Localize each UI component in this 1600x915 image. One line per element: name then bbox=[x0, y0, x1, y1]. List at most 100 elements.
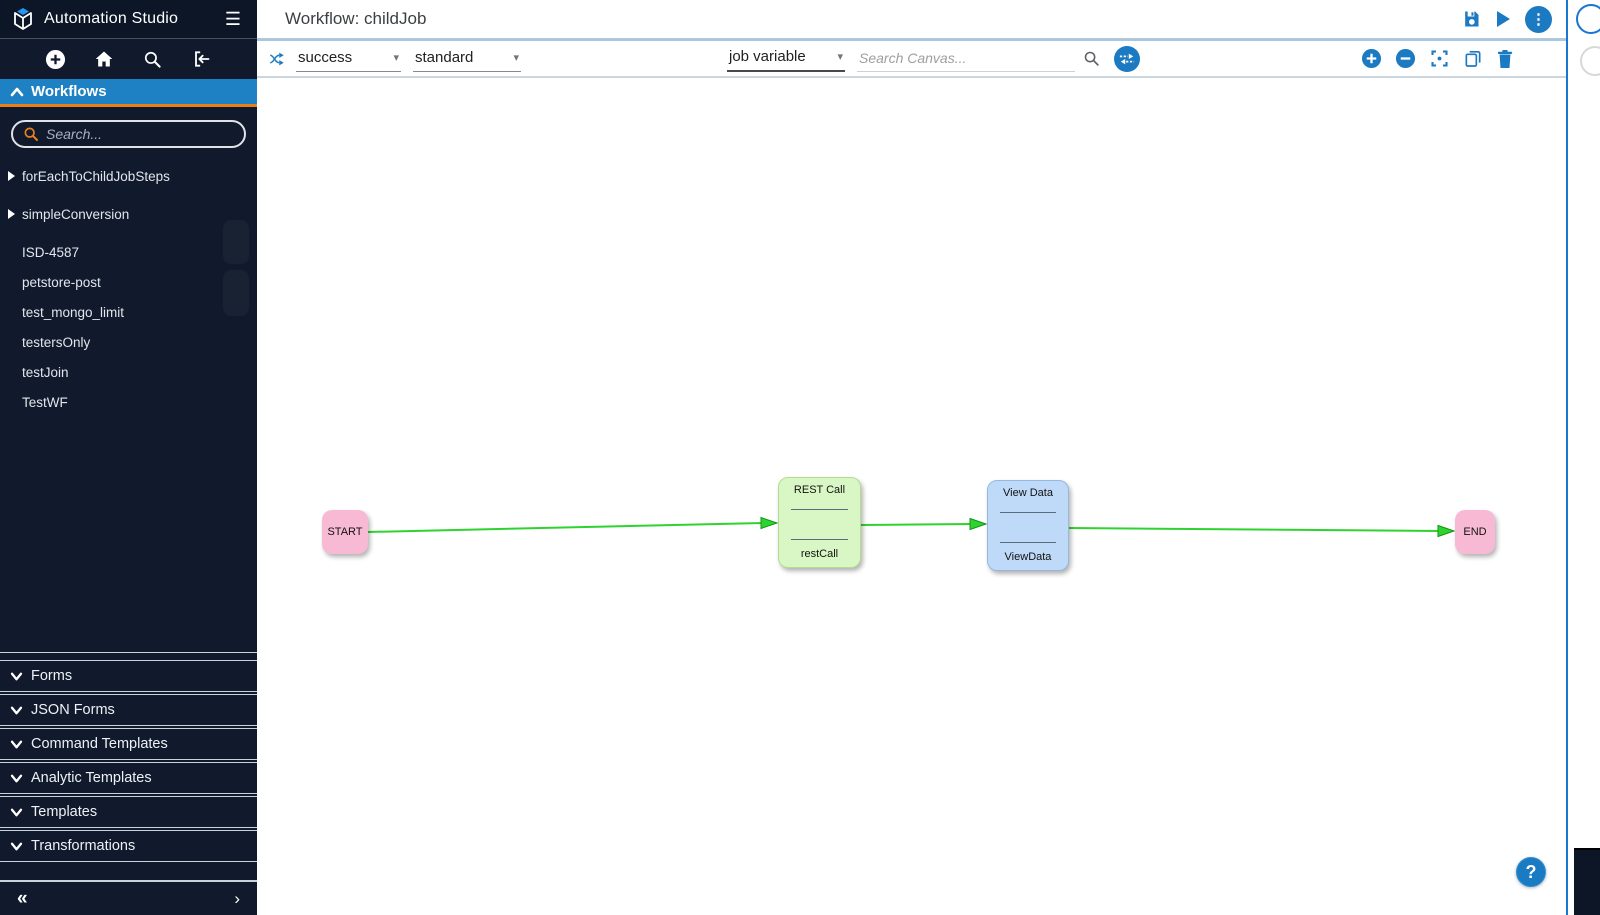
node-label: START bbox=[327, 526, 363, 538]
copy-icon[interactable] bbox=[1463, 48, 1483, 69]
workflow-item-label: test_mongo_limit bbox=[22, 305, 125, 320]
workflow-item-label: TestWF bbox=[22, 395, 68, 410]
workflow-item[interactable]: simpleConversion bbox=[0, 200, 257, 230]
workflow-item[interactable]: ISD-4587 bbox=[0, 238, 257, 268]
workflow-item-label: ISD-4587 bbox=[22, 245, 80, 260]
node-name: ViewData bbox=[1004, 551, 1052, 563]
home-icon[interactable] bbox=[93, 48, 115, 70]
workflow-item[interactable]: test_mongo_limit bbox=[0, 298, 257, 328]
chevron-down-icon bbox=[10, 740, 23, 748]
node-title: REST Call bbox=[793, 484, 846, 496]
node-divider bbox=[791, 539, 848, 540]
workflow-canvas[interactable]: START REST Call restCall View Data ViewD… bbox=[257, 78, 1566, 915]
workflow-item[interactable]: petstore-post bbox=[0, 268, 257, 298]
node-title: View Data bbox=[1003, 487, 1053, 499]
workflows-section-label: Workflows bbox=[31, 83, 107, 100]
section-label: JSON Forms bbox=[31, 702, 115, 718]
chevron-right-icon[interactable]: › bbox=[234, 888, 240, 908]
spacer bbox=[0, 864, 257, 880]
fit-to-screen-icon[interactable] bbox=[1429, 48, 1450, 69]
edge-style-value: standard bbox=[415, 48, 474, 66]
clipped-panel-button[interactable] bbox=[1580, 46, 1600, 76]
transition-type-value: success bbox=[298, 48, 353, 66]
workflow-item-label: simpleConversion bbox=[22, 207, 130, 222]
variable-scope-select[interactable]: job variable ▾ bbox=[727, 46, 845, 72]
workflow-item-label: testJoin bbox=[22, 365, 69, 380]
right-edge-strip bbox=[1566, 0, 1600, 915]
add-icon[interactable] bbox=[45, 48, 67, 70]
edge-style-select[interactable]: standard ▾ bbox=[413, 46, 521, 72]
section-label: Transformations bbox=[31, 838, 136, 854]
chevron-down-icon bbox=[10, 672, 23, 680]
chevron-down-icon bbox=[10, 706, 23, 714]
node-name: restCall bbox=[800, 548, 839, 560]
page-title: Workflow: childJob bbox=[285, 9, 427, 28]
workflow-item[interactable]: forEachToChildJobSteps bbox=[0, 162, 257, 192]
save-icon[interactable] bbox=[1461, 9, 1481, 29]
swap-variables-icon[interactable] bbox=[1114, 45, 1140, 72]
node-end[interactable]: END bbox=[1455, 510, 1495, 554]
chevron-up-icon bbox=[10, 87, 24, 96]
toolbar-right-group bbox=[1361, 41, 1514, 76]
expand-arrow-icon[interactable] bbox=[8, 171, 15, 181]
workflows-section-header[interactable]: Workflows bbox=[0, 79, 257, 107]
sidebar-top-bar: Automation Studio ☰ bbox=[0, 0, 257, 39]
run-icon[interactable] bbox=[1495, 10, 1511, 28]
expand-arrow-icon[interactable] bbox=[8, 209, 15, 219]
workflow-item-label: petstore-post bbox=[22, 275, 101, 290]
dropdown-arrow-icon: ▾ bbox=[837, 51, 843, 63]
sidebar-icon-bar bbox=[0, 39, 257, 79]
section-json-forms[interactable]: JSON Forms bbox=[0, 694, 257, 726]
exit-icon[interactable] bbox=[190, 48, 212, 70]
workflow-header: Workflow: childJob ⋮ bbox=[257, 0, 1566, 39]
section-label: Forms bbox=[31, 668, 73, 684]
clipped-panel-button[interactable] bbox=[1576, 4, 1600, 34]
node-label: END bbox=[1463, 526, 1487, 538]
workflow-item[interactable]: testersOnly bbox=[0, 328, 257, 358]
canvas-search-field[interactable] bbox=[857, 45, 1075, 72]
workflow-item[interactable]: TestWF bbox=[0, 388, 257, 418]
canvas-search-icon[interactable] bbox=[1083, 50, 1100, 67]
dropdown-arrow-icon: ▾ bbox=[393, 51, 399, 64]
shuffle-icon[interactable] bbox=[268, 50, 286, 68]
sidebar-search-input[interactable] bbox=[46, 126, 216, 142]
zoom-out-icon[interactable] bbox=[1395, 48, 1416, 69]
delete-icon[interactable] bbox=[1496, 49, 1514, 69]
workflow-item-label: forEachToChildJobSteps bbox=[22, 169, 170, 184]
canvas-search-input[interactable] bbox=[857, 45, 1075, 70]
sidebar-accordions: Forms JSON Forms Command Templates Analy… bbox=[0, 653, 257, 880]
node-view-data[interactable]: View Data ViewData bbox=[987, 480, 1069, 571]
section-templates[interactable]: Templates bbox=[0, 796, 257, 828]
node-rest-call[interactable]: REST Call restCall bbox=[778, 477, 861, 568]
section-command-templates[interactable]: Command Templates bbox=[0, 728, 257, 760]
workflow-item[interactable]: testJoin bbox=[0, 358, 257, 388]
more-options-icon[interactable]: ⋮ bbox=[1525, 5, 1552, 33]
toolbar-center-group: job variable ▾ bbox=[727, 41, 1140, 76]
chevron-down-icon bbox=[10, 774, 23, 782]
search-icon[interactable] bbox=[142, 48, 164, 70]
zoom-in-icon[interactable] bbox=[1361, 48, 1382, 69]
section-analytic-templates[interactable]: Analytic Templates bbox=[0, 762, 257, 794]
sidebar-search[interactable] bbox=[11, 120, 246, 148]
app-logo-icon bbox=[14, 8, 32, 30]
main-panel: Workflow: childJob ⋮ success ▾ bbox=[257, 0, 1566, 915]
header-actions: ⋮ bbox=[1461, 5, 1552, 33]
node-divider bbox=[1000, 542, 1056, 543]
section-label: Command Templates bbox=[31, 736, 168, 752]
transition-type-select[interactable]: success ▾ bbox=[296, 46, 401, 72]
section-forms[interactable]: Forms bbox=[0, 660, 257, 692]
dropdown-arrow-icon: ▾ bbox=[513, 51, 519, 64]
chevron-down-icon bbox=[10, 808, 23, 816]
collapse-sidebar-icon[interactable]: « bbox=[17, 887, 28, 909]
section-label: Analytic Templates bbox=[31, 770, 152, 786]
sidebar-bottom-bar: « › bbox=[0, 880, 257, 915]
node-start[interactable]: START bbox=[322, 510, 368, 554]
search-icon bbox=[24, 127, 38, 141]
section-transformations[interactable]: Transformations bbox=[0, 830, 257, 862]
menu-icon[interactable]: ☰ bbox=[224, 8, 241, 29]
toolbar-left-group: success ▾ standard ▾ bbox=[268, 46, 521, 72]
help-icon[interactable]: ? bbox=[1516, 857, 1546, 887]
app-title: Automation Studio bbox=[44, 10, 179, 27]
section-label: Templates bbox=[31, 804, 98, 820]
node-divider bbox=[791, 509, 848, 510]
